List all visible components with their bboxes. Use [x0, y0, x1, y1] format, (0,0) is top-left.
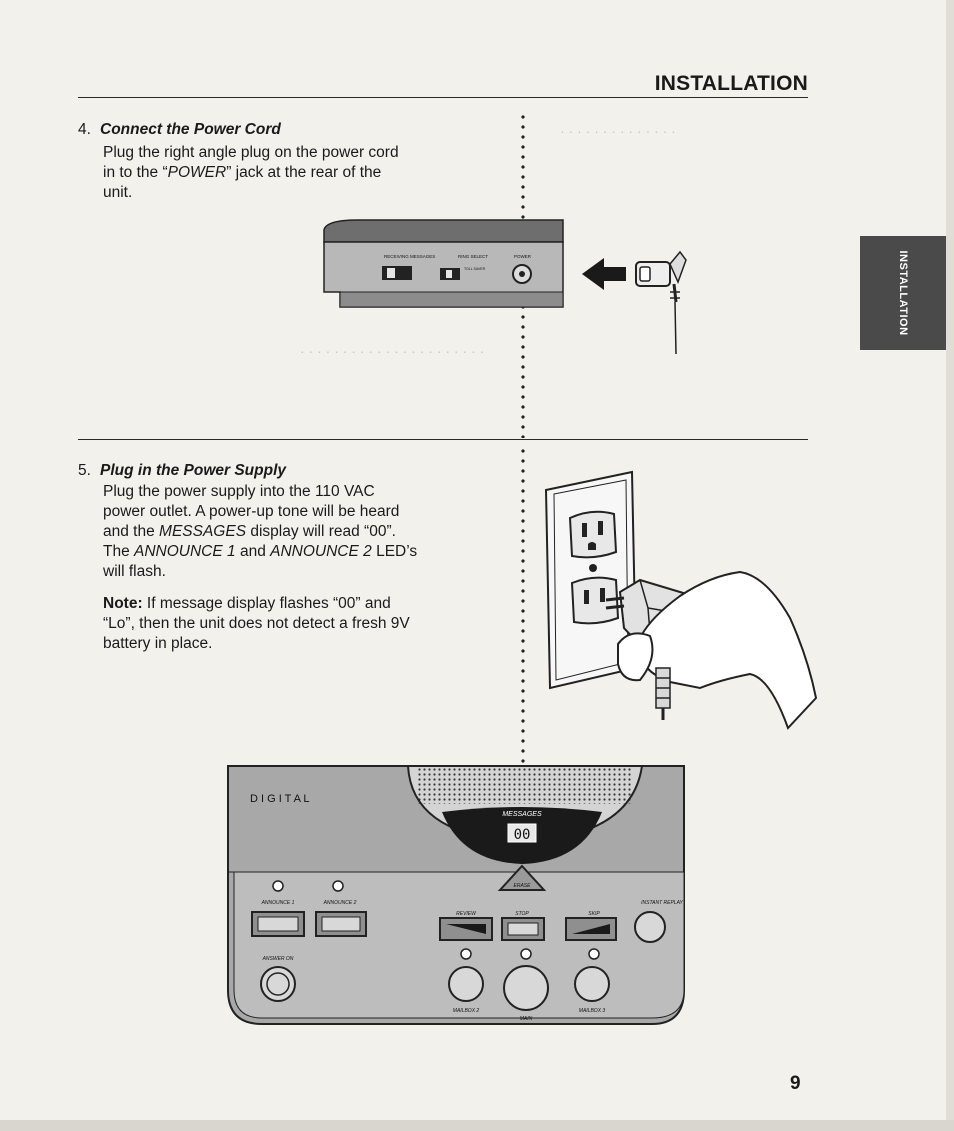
note-label: Note: [103, 595, 143, 612]
text-span: in to the “ [103, 164, 168, 181]
main-label: MAIN [520, 1016, 533, 1022]
emphasis: ANNOUNCE 2 [270, 543, 372, 560]
brand-digital: D I G I T A L [250, 793, 310, 805]
page-edge-bottom [0, 1120, 954, 1131]
step-title: Plug in the Power Supply [100, 462, 287, 479]
outlet-illustration [544, 470, 818, 730]
answering-machine-illustration: MESSAGES 00 D I G I T A L ERASE ANNOUNCE… [227, 765, 685, 1025]
emphasis: POWER [167, 164, 227, 181]
text-line: “Lo”, then the unit does not detect a fr… [103, 615, 410, 632]
show-through-text: · · · · · · · · · · · · · · [560, 123, 676, 139]
mailbox-2-label: MAILBOX 2 [453, 1008, 480, 1014]
text-line: Plug the right angle plug on the power c… [103, 144, 399, 161]
announce-2-button[interactable] [315, 911, 367, 937]
text-span: and the [103, 523, 160, 540]
rear-switch2-label: RING SELECT [458, 254, 488, 259]
main-button[interactable] [503, 965, 549, 1011]
page-edge-right [946, 0, 954, 1131]
answer-on-label: ANSWER ON [262, 956, 294, 962]
instant-replay-button[interactable] [634, 911, 666, 943]
stop-button[interactable] [501, 917, 545, 941]
answer-on-button[interactable] [260, 966, 296, 1002]
erase-button[interactable] [497, 864, 547, 891]
text-line: battery in place. [103, 635, 213, 652]
section-rule [78, 439, 808, 440]
announce-1-button[interactable] [251, 911, 305, 937]
mailbox-3-label: MAILBOX 3 [579, 1008, 606, 1014]
emphasis: ANNOUNCE 1 [134, 543, 236, 560]
review-label: REVIEW [456, 911, 477, 917]
announce-1-led [272, 880, 284, 892]
announce-2-label: ANNOUNCE 2 [323, 900, 357, 906]
section-tab: INSTALLATION [860, 236, 946, 350]
messages-display-value: 00 [514, 827, 531, 843]
step-4-body: Plug the right angle plug on the power c… [103, 143, 399, 203]
show-through-text: · · · · · · · · · · · · · · · · · · · · … [300, 343, 485, 359]
erase-label: ERASE [514, 883, 532, 889]
rear-panel-illustration: RECEIVING MESSAGES RING SELECT POWER TOL… [323, 219, 687, 355]
announce-2-led [332, 880, 344, 892]
announce-1-label: ANNOUNCE 1 [261, 900, 295, 906]
mailbox-2-led [460, 948, 472, 960]
step-5-body: Plug the power supply into the 110 VAC p… [103, 482, 417, 654]
messages-display-label: MESSAGES [502, 811, 542, 818]
note: Note: If message display flashes “00” an… [103, 594, 417, 654]
step-number: 4. [78, 121, 91, 138]
page-header-title: INSTALLATION [654, 72, 808, 95]
mailbox-2-button[interactable] [448, 966, 484, 1002]
header-rule [78, 97, 808, 98]
text-line: will flash. [103, 563, 166, 580]
text-span: LED’s [371, 543, 418, 560]
text-line: in to the “POWER” jack at the rear of th… [103, 163, 399, 183]
skip-label: SKIP [588, 911, 600, 917]
text-span: ” jack at the rear of the [226, 164, 382, 181]
step-5-heading: 5. Plug in the Power Supply [78, 461, 286, 481]
text-line: The ANNOUNCE 1 and ANNOUNCE 2 LED’s [103, 542, 417, 562]
emphasis: MESSAGES [159, 523, 247, 540]
step-title: Connect the Power Cord [100, 121, 281, 138]
text-line: power outlet. A power-up tone will be he… [103, 503, 400, 520]
mailbox-3-led [588, 948, 600, 960]
dotted-divider-bottom [520, 446, 526, 764]
rear-toll-label: TOLL SAVER [464, 267, 486, 271]
page-number: 9 [790, 1073, 801, 1094]
skip-button[interactable] [565, 917, 617, 941]
main-led [520, 948, 532, 960]
text-span: If message display flashes “00” and [142, 595, 391, 612]
text-line: Plug the power supply into the 110 VAC [103, 483, 375, 500]
text-line: Note: If message display flashes “00” an… [103, 594, 417, 614]
mailbox-3-button[interactable] [574, 966, 610, 1002]
review-button[interactable] [439, 917, 493, 941]
step-number: 5. [78, 462, 91, 479]
stop-label: STOP [515, 911, 529, 917]
text-span: and [235, 543, 271, 560]
text-line: and the MESSAGES display will read “00”. [103, 522, 417, 542]
instant-replay-label: INSTANT REPLAY [641, 900, 683, 906]
rear-switch1-label: RECEIVING MESSAGES [384, 254, 435, 259]
section-tab-label: INSTALLATION [897, 250, 909, 336]
step-4-heading: 4. Connect the Power Cord [78, 120, 281, 140]
text-span: display will read “00”. [246, 523, 396, 540]
rear-power-label: POWER [514, 254, 532, 259]
text-span: The [103, 543, 135, 560]
text-line: unit. [103, 184, 133, 201]
